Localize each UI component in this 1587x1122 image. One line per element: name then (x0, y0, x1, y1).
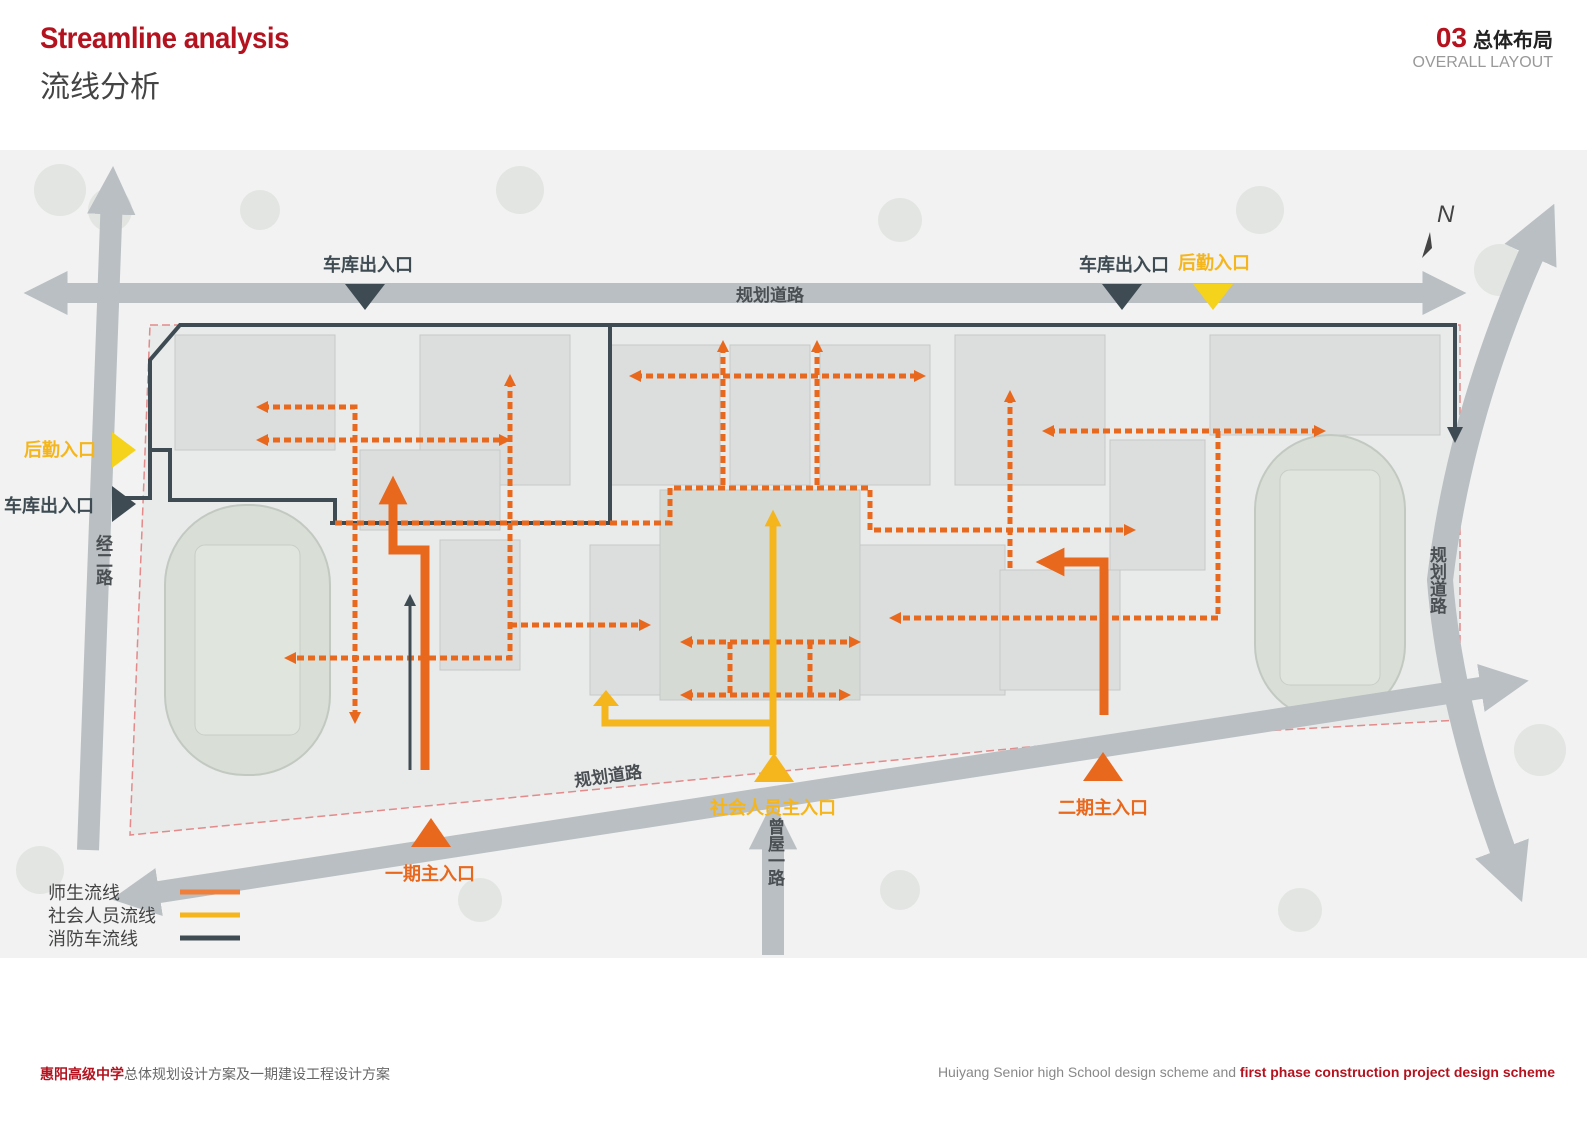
road-label-top: 规划道路 (736, 285, 805, 306)
footer-scheme-cn: 总体规划设计方案及一期建设工程设计方案 (124, 1067, 390, 1083)
legend: 师生流线 社会人员流线 消防车流线 (48, 883, 240, 950)
legend-label-1: 社会人员流线 (48, 906, 156, 927)
label-garage-top-right: 车库出入口 (1079, 254, 1169, 276)
label-logistics-left: 后勤入口 (24, 439, 96, 461)
road-label-bottom-center: 曾屋一路 (764, 817, 785, 887)
label-main-phase1: 一期主入口 (385, 863, 475, 885)
site-plan-map: 规划道路 规划道路 规划道路 经二路 曾屋一路 N (0, 150, 1587, 958)
road-label-left: 经二路 (92, 533, 113, 586)
legend-label-0: 师生流线 (48, 883, 120, 904)
legend-label-2: 消防车流线 (48, 929, 138, 950)
label-main-phase2: 二期主入口 (1058, 797, 1148, 819)
entrance-markers (112, 284, 1233, 847)
north-arrow-icon (1422, 232, 1432, 258)
road-label-right: 规划道路 (1426, 546, 1447, 615)
teacher-student-routes (255, 339, 1327, 725)
section-en: OVERALL LAYOUT (1412, 54, 1554, 71)
section-number: 03 (1435, 22, 1467, 53)
footer-right: Huiyang Senior high School design scheme… (938, 1064, 1555, 1080)
title-cn: 流线分析 (40, 70, 160, 105)
public-route-head-left (593, 690, 619, 706)
main-student-routes (378, 475, 1109, 770)
footer-left: 惠阳高级中学总体规划设计方案及一期建设工程设计方案 (40, 1064, 390, 1084)
footer-phase-en: first phase construction project design … (1239, 1064, 1555, 1080)
public-visitor-route (601, 518, 773, 755)
label-main-public: 社会人员主入口 (710, 797, 836, 819)
label-logistics-top: 后勤入口 (1178, 252, 1250, 274)
footer-school-name: 惠阳高级中学 (40, 1067, 124, 1083)
north-label: N (1437, 201, 1455, 228)
label-garage-top-left: 车库出入口 (323, 254, 413, 276)
title-en: Streamline analysis (40, 22, 290, 55)
label-garage-left: 车库出入口 (4, 495, 94, 517)
footer-scheme-en: Huiyang Senior high School design scheme… (937, 1064, 1240, 1080)
section-cn: 总体布局 (1473, 28, 1553, 52)
